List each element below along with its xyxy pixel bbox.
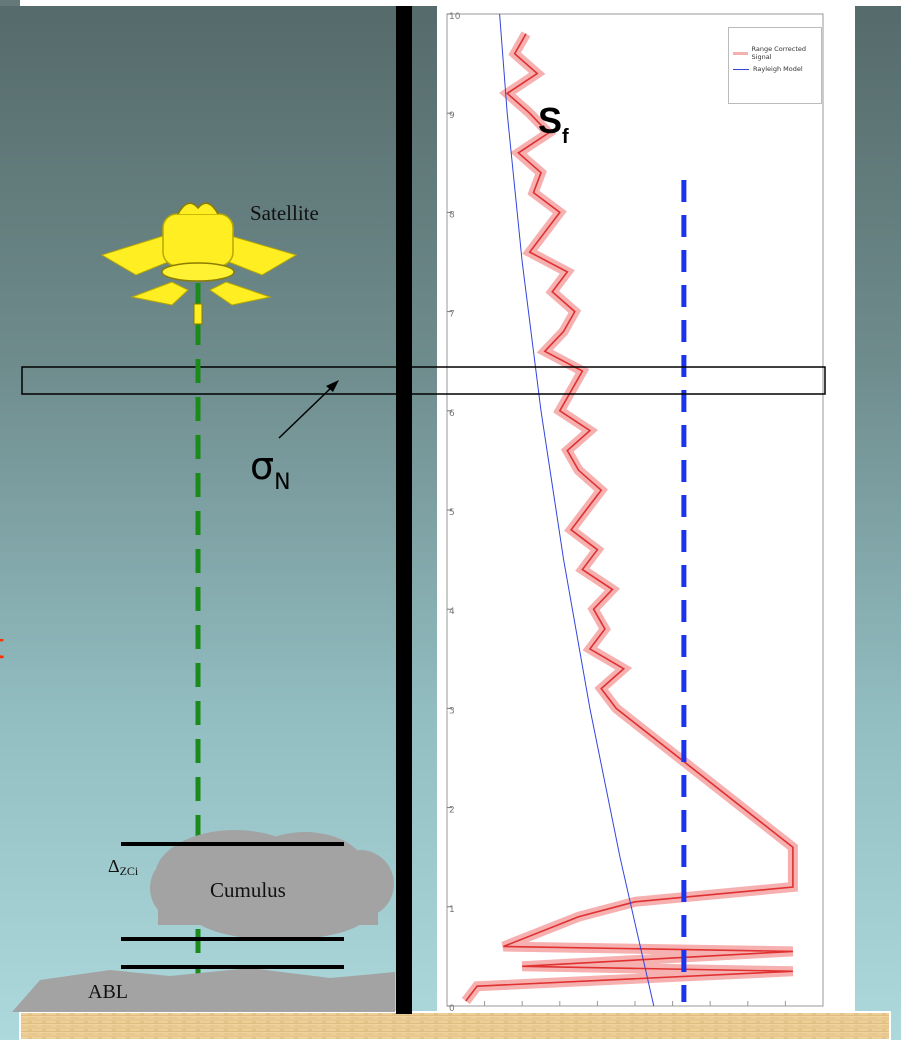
left-margin <box>0 0 20 1040</box>
delta-zci-label: ΔZCi <box>108 857 138 877</box>
legend-label-rayleigh: Rayleigh Model <box>753 65 803 73</box>
abl-terrain <box>12 968 395 1012</box>
sigma-n-label: σN <box>250 447 291 494</box>
range-corrected-signal <box>461 31 798 1005</box>
y-tick-label: 5 <box>449 508 455 518</box>
satellite-label: Satellite <box>250 201 319 225</box>
y-tick-label: 2 <box>449 806 455 816</box>
satellite-icon <box>100 202 298 325</box>
rayleigh-model <box>499 13 655 1007</box>
legend-item-rayleigh: Rayleigh Model <box>733 62 803 76</box>
y-tick-label: 4 <box>449 607 455 617</box>
legend-item-signal: Range Corrected Signal <box>733 45 821 61</box>
rayleigh-line <box>499 13 655 1007</box>
y-tick-label: 9 <box>449 111 455 121</box>
sigma-n-band <box>21 366 826 395</box>
sigma-arrow-head <box>326 380 339 392</box>
delta-subscript: ZCi <box>119 864 139 878</box>
legend-swatch-rayleigh <box>733 68 749 70</box>
abl-label: ABL <box>88 981 128 1003</box>
top-margin <box>0 0 901 6</box>
signal-line <box>465 33 794 1002</box>
cumulus-label: Cumulus <box>210 878 286 902</box>
sigma-symbol: σ <box>250 444 275 488</box>
sf-label: Sf <box>538 100 569 148</box>
y-tick-label: 0 <box>449 1004 455 1014</box>
delta-symbol: Δ <box>108 856 120 876</box>
y-tick-label: 10 <box>449 12 461 22</box>
y-tick-label: 1 <box>449 905 455 915</box>
x-axis-ticks <box>484 1001 786 1006</box>
sigma-subscript: N <box>274 470 291 495</box>
left-cut-text: t <box>0 628 4 664</box>
y-tick-label: 6 <box>449 409 455 419</box>
cumulus-cloud-icon <box>150 830 394 940</box>
sigma-arrow <box>278 385 334 439</box>
legend-label-signal: Range Corrected Signal <box>751 45 807 61</box>
chart-legend: Range Corrected Signal Rayleigh Model <box>728 27 822 104</box>
sf-subscript: f <box>562 126 569 148</box>
legend-swatch-signal <box>733 51 748 55</box>
y-tick-label: 8 <box>449 210 455 220</box>
divider-bar <box>396 6 412 1014</box>
y-tick-label: 3 <box>449 706 455 716</box>
sf-symbol: S <box>538 100 563 141</box>
ground-strip <box>19 1011 891 1041</box>
y-tick-label: 7 <box>449 310 455 320</box>
